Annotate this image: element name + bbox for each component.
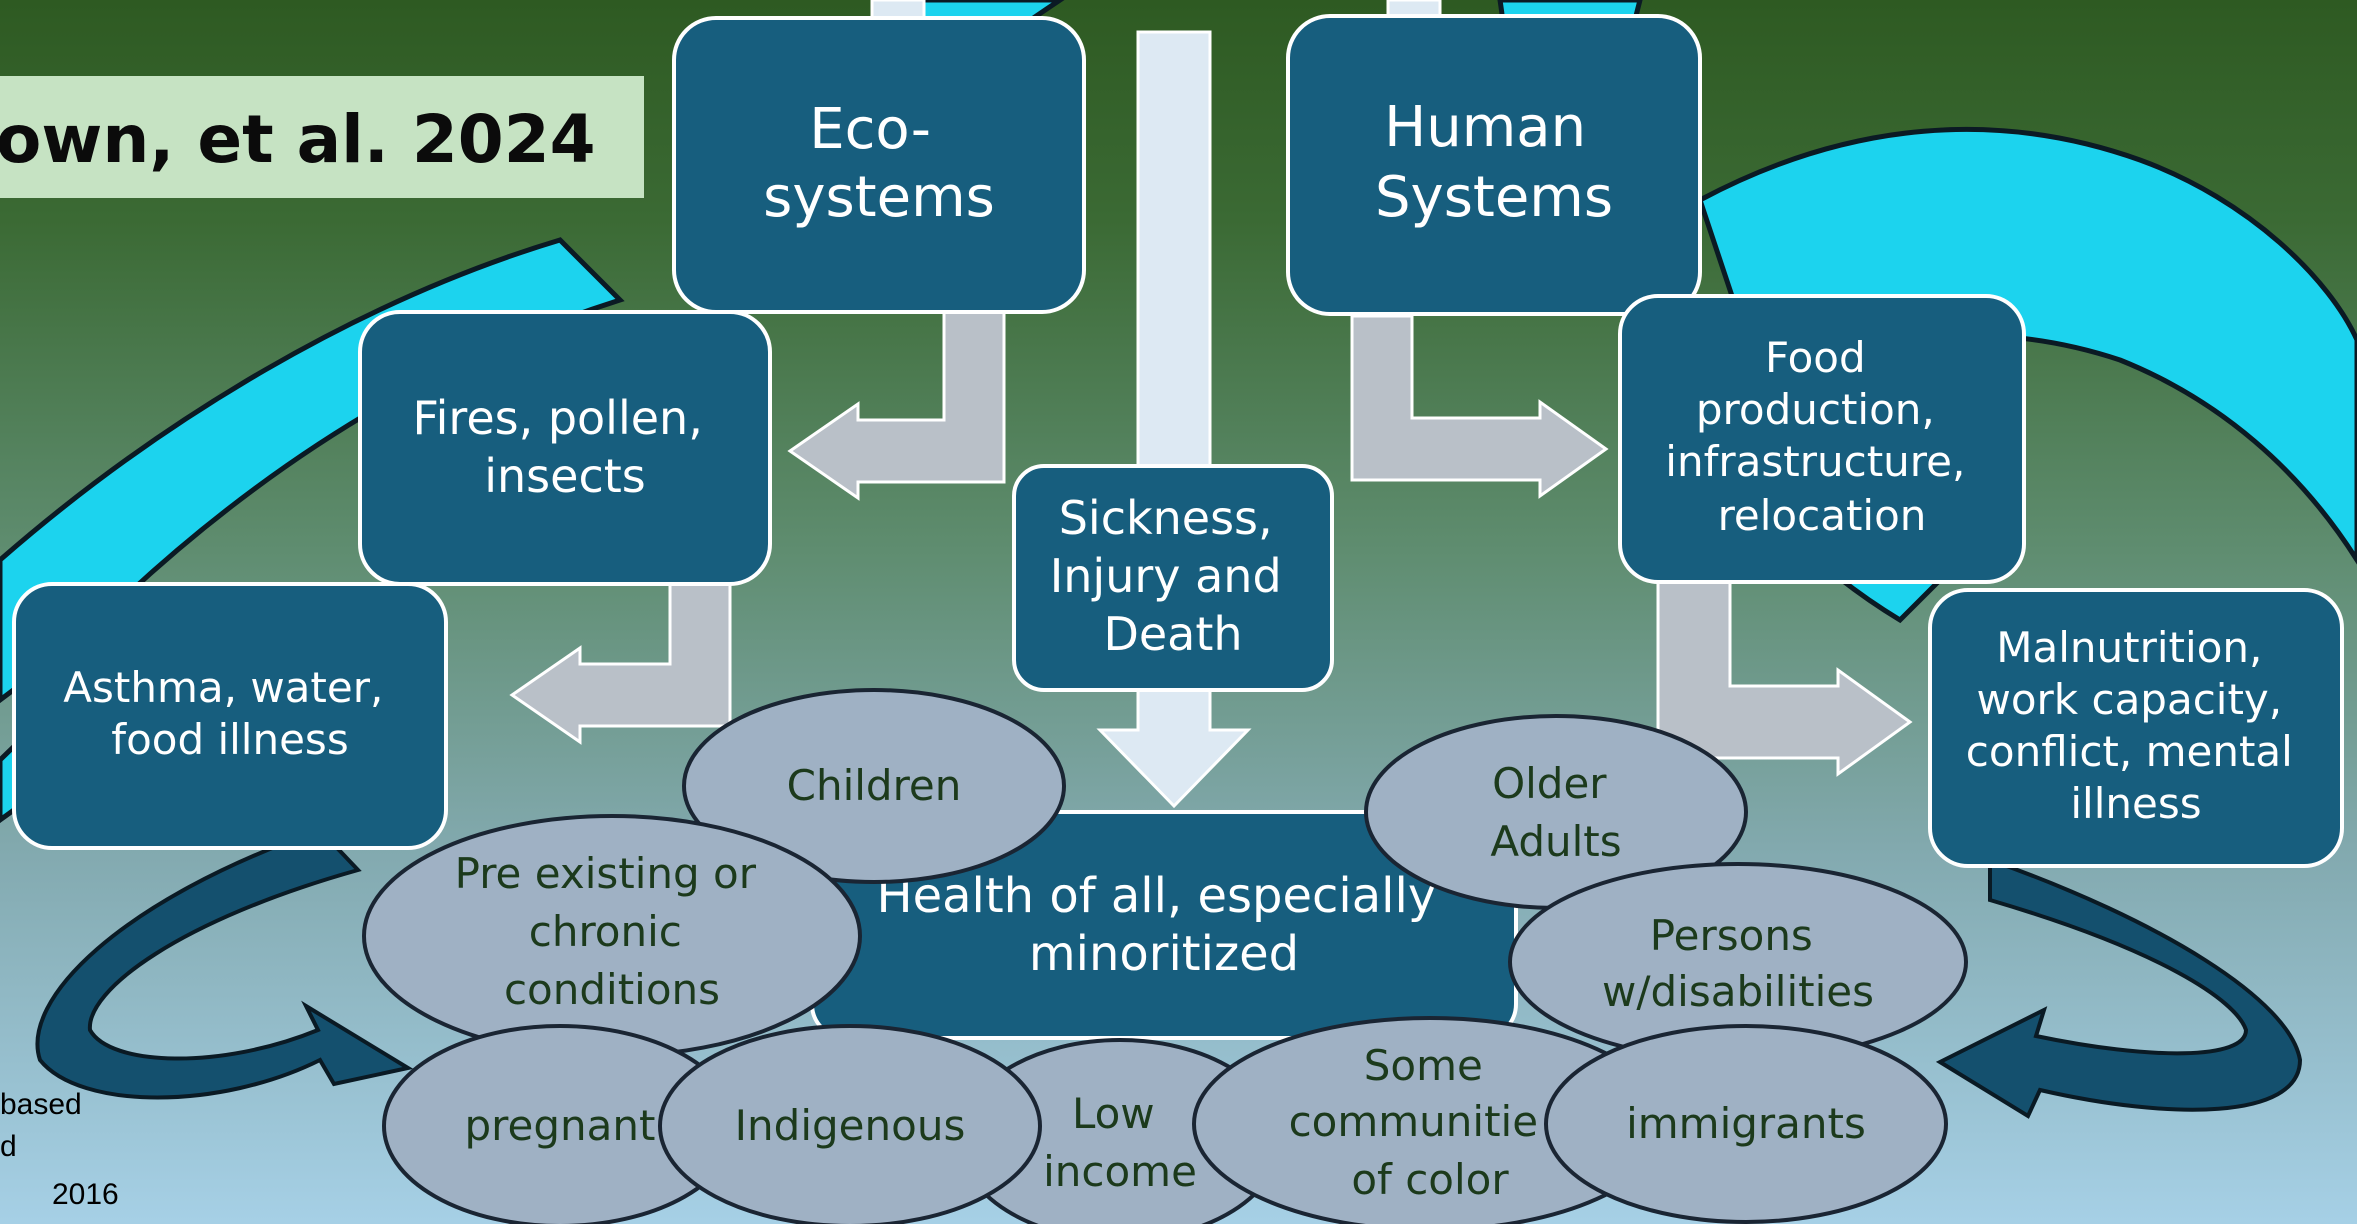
fires-line-1: Fires, pollen,	[413, 391, 703, 445]
disabilities-line-2: w/disabilities	[1602, 967, 1874, 1016]
pre-existing-line-2: chronic	[529, 907, 682, 956]
group-pre-existing-conditions: Pre existing or chronic conditions	[362, 814, 862, 1058]
box-malnutrition: Malnutrition, work capacity, conflict, m…	[1928, 588, 2344, 868]
human-systems-line-2: Systems	[1375, 165, 1613, 230]
food-line-2: production,	[1696, 385, 1935, 434]
arrow-ecosystems-to-fires	[787, 310, 1006, 501]
svg-text:Indigenous: Indigenous	[735, 1101, 966, 1150]
group-children: Children	[682, 688, 1066, 884]
malnutrition-line-1: Malnutrition,	[1996, 623, 2262, 672]
group-pregnant: pregnant	[382, 1024, 738, 1224]
human-systems-line-1: Human	[1384, 95, 1586, 160]
sickness-line-1: Sickness,	[1059, 491, 1273, 545]
source-note-line-3: 2016	[52, 1178, 119, 1211]
svg-text:immigrants: immigrants	[1626, 1099, 1866, 1148]
food-line-3: infrastructure,	[1665, 437, 1965, 486]
low-income-line-2: income	[1043, 1147, 1197, 1196]
ecosystems-line-2: systems	[763, 165, 995, 230]
malnutrition-line-4: illness	[2070, 779, 2201, 828]
svg-text:Food production, i: Food production, infrastructure, relocat…	[1665, 333, 1978, 540]
fires-line-2: insects	[484, 449, 646, 503]
arrow-food-to-malnutrition	[1656, 578, 1913, 777]
svg-text:Older Adults: Older Adults	[1490, 759, 1621, 866]
source-note-line-1: based	[0, 1088, 82, 1121]
box-fires-pollen-insects: Fires, pollen, insects	[358, 310, 772, 586]
right-curved-arrow	[1935, 857, 2303, 1119]
svg-text:pregnant: pregnant	[465, 1101, 656, 1150]
svg-text:Children: Children	[787, 761, 962, 810]
box-health-of-all: Health of all, especially minoritized	[810, 810, 1518, 1040]
malnutrition-line-3: conflict, mental	[1966, 727, 2293, 776]
svg-text:Human Systems: Human Systems	[1375, 95, 1613, 230]
box-sickness-injury-death: Sickness, Injury and Death	[1012, 464, 1334, 692]
group-low-income: Low income	[958, 1038, 1282, 1224]
group-immigrants: immigrants	[1544, 1024, 1948, 1224]
svg-text:Fires, pollen, insects: Fires, pollen, insects	[413, 391, 718, 503]
older-adults-line-1: Older	[1492, 759, 1607, 808]
arrow-human-to-food	[1350, 314, 1609, 499]
children-label: Children	[787, 761, 962, 810]
asthma-line-1: Asthma, water,	[63, 663, 383, 712]
box-human-systems: Human Systems	[1286, 14, 1702, 316]
svg-text:Pre existing or chronic: Pre existing or chronic conditions	[455, 849, 770, 1014]
color-line-2: communitie	[1289, 1097, 1539, 1146]
box-ecosystems: Eco- systems	[672, 16, 1086, 314]
svg-text:Persons w/disabilities: Persons w/disabilities	[1602, 911, 1874, 1016]
box-asthma-water-food-illness: Asthma, water, food illness	[12, 582, 448, 850]
ecosystems-line-1: Eco-	[809, 97, 931, 162]
center-down-arrow	[1096, 30, 1252, 809]
citation-text: own, et al. 2024	[0, 101, 596, 178]
sickness-line-2: Injury and	[1050, 549, 1282, 603]
svg-text:Eco- systems: Eco- systems	[763, 97, 995, 230]
svg-text:Malnutrition, work capac: Malnutrition, work capacity, conflict, m…	[1966, 623, 2306, 828]
pre-existing-line-1: Pre existing or	[455, 849, 757, 898]
citation-banner	[0, 76, 644, 198]
sickness-line-3: Death	[1103, 607, 1242, 661]
group-indigenous: Indigenous	[658, 1024, 1042, 1224]
low-income-line-1: Low	[1072, 1089, 1155, 1138]
health-line-2: minoritized	[1029, 926, 1299, 982]
left-curved-arrow	[35, 827, 414, 1100]
source-note: based d 2016	[0, 1088, 119, 1211]
asthma-line-2: food illness	[111, 715, 348, 764]
immigrants-label: immigrants	[1626, 1099, 1866, 1148]
older-adults-line-2: Adults	[1490, 817, 1621, 866]
food-line-4: relocation	[1718, 491, 1927, 540]
source-note-line-2: d	[0, 1130, 17, 1163]
health-line-1: Health of all, especially	[876, 868, 1436, 924]
pre-existing-line-3: conditions	[504, 965, 720, 1014]
color-line-3: of color	[1351, 1155, 1509, 1204]
disabilities-line-1: Persons	[1650, 911, 1813, 960]
malnutrition-line-2: work capacity,	[1976, 675, 2282, 724]
svg-text:Health of all, especially: Health of all, especially minoritized	[876, 868, 1451, 982]
svg-text:Asthma, water, food illn: Asthma, water, food illness	[63, 663, 396, 764]
svg-text:Low income: Low income	[1043, 1089, 1197, 1196]
arrow-fires-to-asthma	[509, 558, 732, 745]
svg-text:Some communitie of: Some communitie of color	[1289, 1041, 1552, 1204]
pregnant-label: pregnant	[465, 1101, 656, 1150]
gray-bent-arrows	[509, 310, 1913, 777]
box-food-production: Food production, infrastructure, relocat…	[1618, 294, 2026, 584]
indigenous-label: Indigenous	[735, 1101, 966, 1150]
food-line-1: Food	[1765, 333, 1866, 382]
color-line-1: Some	[1364, 1041, 1483, 1090]
svg-text:Sickness, Injury and: Sickness, Injury and Death	[1050, 491, 1297, 661]
